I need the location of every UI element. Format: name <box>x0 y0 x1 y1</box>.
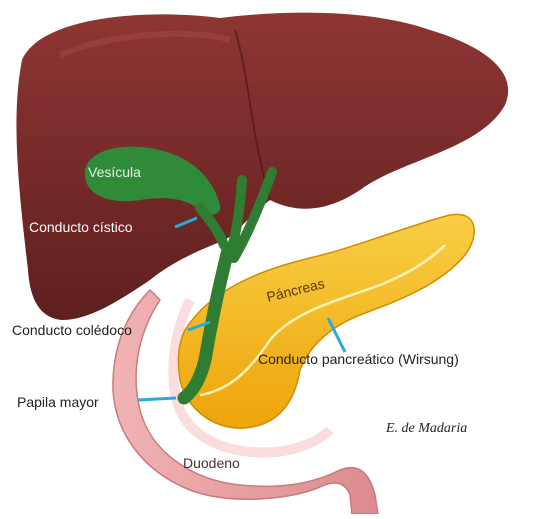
signature: E. de Madaria <box>385 421 467 436</box>
label-papila-mayor: Papila mayor <box>17 394 99 410</box>
label-conducto-pancreatico: Conducto pancreático (Wirsung) <box>258 351 459 367</box>
label-vesicula: Vesícula <box>88 164 141 180</box>
pointer-papila-mayor <box>138 398 176 400</box>
label-duodeno: Duodeno <box>183 455 240 471</box>
label-conducto-cistico: Conducto cístico <box>29 219 133 235</box>
label-conducto-coledoco: Conducto colédoco <box>12 322 132 338</box>
